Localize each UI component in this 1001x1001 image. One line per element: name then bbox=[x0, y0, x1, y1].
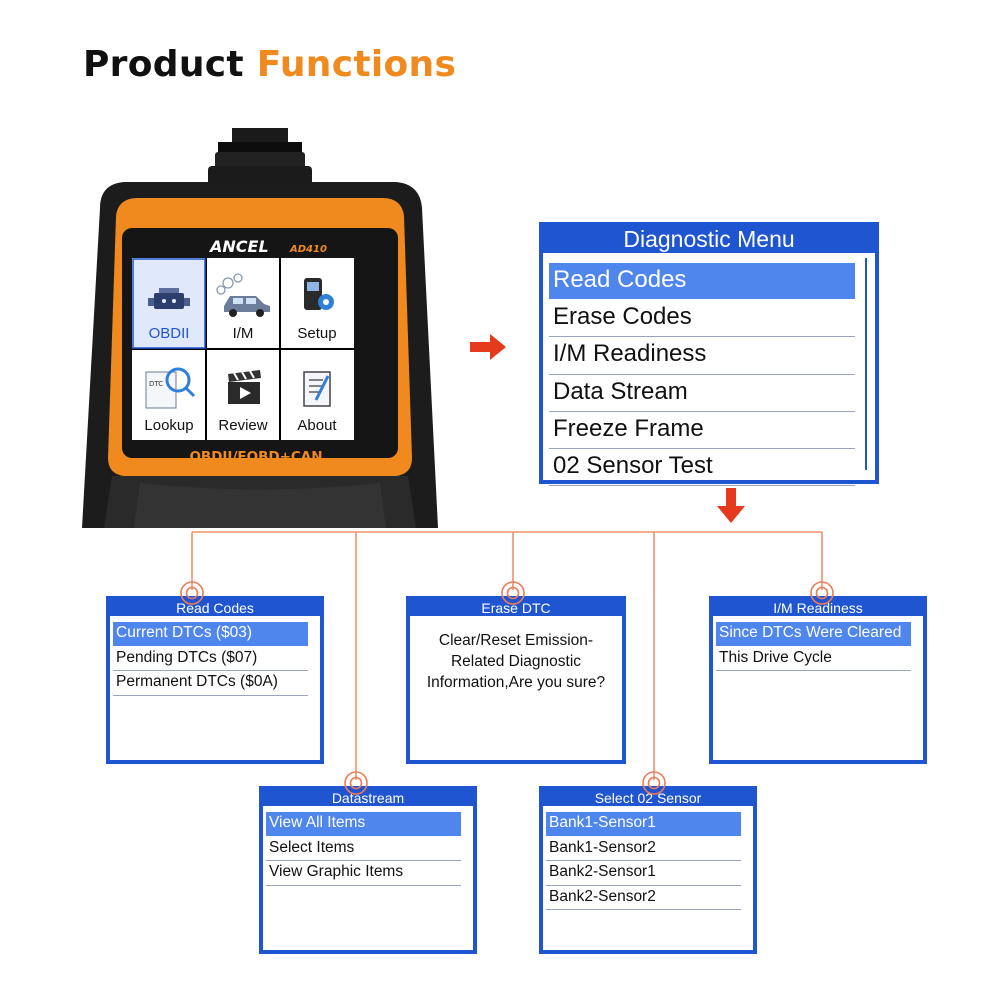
select-o2-sensor-header: Select 02 Sensor bbox=[543, 790, 753, 806]
page-title: Product Functions bbox=[83, 44, 456, 85]
list-item-bank1-sensor2[interactable]: Bank1-Sensor2 bbox=[546, 837, 741, 861]
scanner-device: ANCEL AD410 DTC bbox=[82, 128, 438, 528]
read-codes-header: Read Codes bbox=[110, 600, 320, 616]
im-readiness-header: I/M Readiness bbox=[713, 600, 923, 616]
dtc-lookup-icon: DTC bbox=[145, 367, 196, 409]
car-emission-icon bbox=[216, 273, 270, 317]
list-item-bank2-sensor1[interactable]: Bank2-Sensor1 bbox=[546, 861, 741, 886]
cable bbox=[208, 128, 312, 190]
device-model: AD410 bbox=[289, 244, 327, 255]
list-item-bank2-sensor2[interactable]: Bank2-Sensor2 bbox=[546, 886, 741, 910]
menu-item-o2-sensor-test[interactable]: 02 Sensor Test bbox=[549, 449, 855, 487]
tile-label-setup: Setup bbox=[297, 325, 336, 342]
diagnostic-menu-list: Read Codes Erase Codes I/M Readiness Dat… bbox=[549, 263, 855, 487]
list-item-current-dtcs[interactable]: Current DTCs ($03) bbox=[113, 622, 308, 647]
dtc-badge-text: DTC bbox=[149, 380, 163, 388]
im-readiness-list: Since DTCs Were Cleared This Drive Cycle bbox=[716, 622, 911, 671]
arrow-down-icon bbox=[717, 488, 745, 523]
menu-item-data-stream[interactable]: Data Stream bbox=[549, 375, 855, 412]
scrollbar[interactable] bbox=[865, 258, 867, 470]
list-item-since-dtcs-cleared[interactable]: Since DTCs Were Cleared bbox=[716, 622, 911, 647]
scanner-gear-icon bbox=[304, 278, 334, 310]
tile-label-im: I/M bbox=[233, 325, 254, 342]
list-item-bank1-sensor1[interactable]: Bank1-Sensor1 bbox=[546, 812, 741, 837]
title-text: Product bbox=[83, 44, 257, 85]
tile-label-about: About bbox=[297, 417, 337, 434]
menu-item-freeze-frame[interactable]: Freeze Frame bbox=[549, 412, 855, 449]
list-item-view-all-items[interactable]: View All Items bbox=[266, 812, 461, 837]
title-accent-text: Functions bbox=[256, 44, 457, 85]
select-o2-sensor-screen: Select 02 Sensor Bank1-Sensor1 Bank1-Sen… bbox=[539, 786, 757, 954]
im-readiness-screen: I/M Readiness Since DTCs Were Cleared Th… bbox=[709, 596, 927, 764]
engine-icon bbox=[148, 288, 190, 309]
tile-label-review: Review bbox=[218, 417, 267, 434]
datastream-screen: Datastream View All Items Select Items V… bbox=[259, 786, 477, 954]
tile-label-obdii: OBDII bbox=[149, 325, 190, 342]
menu-item-read-codes[interactable]: Read Codes bbox=[549, 263, 855, 300]
erase-dtc-screen: Erase DTC Clear/Reset Emission- Related … bbox=[406, 596, 626, 764]
list-item-this-drive-cycle[interactable]: This Drive Cycle bbox=[716, 647, 911, 671]
menu-item-erase-codes[interactable]: Erase Codes bbox=[549, 300, 855, 338]
select-o2-sensor-list: Bank1-Sensor1 Bank1-Sensor2 Bank2-Sensor… bbox=[546, 812, 741, 910]
clapperboard-icon bbox=[228, 370, 261, 404]
list-item-pending-dtcs[interactable]: Pending DTCs ($07) bbox=[113, 647, 308, 671]
read-codes-screen: Read Codes Current DTCs ($03) Pending DT… bbox=[106, 596, 324, 764]
device-brand: ANCEL bbox=[208, 237, 269, 256]
list-item-permanent-dtcs[interactable]: Permanent DTCs ($0A) bbox=[113, 671, 308, 696]
tile-label-lookup: Lookup bbox=[144, 417, 193, 434]
arrow-right-icon bbox=[470, 334, 506, 360]
list-item-select-items[interactable]: Select Items bbox=[266, 837, 461, 861]
device-bottom-text: OBDII/EOBD+CAN bbox=[189, 449, 322, 465]
read-codes-list: Current DTCs ($03) Pending DTCs ($07) Pe… bbox=[113, 622, 308, 696]
diagnostic-menu-header: Diagnostic Menu bbox=[543, 226, 875, 253]
list-item-view-graphic-items[interactable]: View Graphic Items bbox=[266, 861, 461, 886]
datastream-list: View All Items Select Items View Graphic… bbox=[266, 812, 461, 886]
datastream-header: Datastream bbox=[263, 790, 473, 806]
document-pen-icon bbox=[303, 371, 331, 407]
erase-dtc-header: Erase DTC bbox=[410, 600, 622, 616]
menu-item-im-readiness[interactable]: I/M Readiness bbox=[549, 337, 855, 375]
erase-dtc-message: Clear/Reset Emission- Related Diagnostic… bbox=[426, 632, 606, 691]
diagnostic-menu-screen: Diagnostic Menu Read Codes Erase Codes I… bbox=[539, 222, 879, 487]
